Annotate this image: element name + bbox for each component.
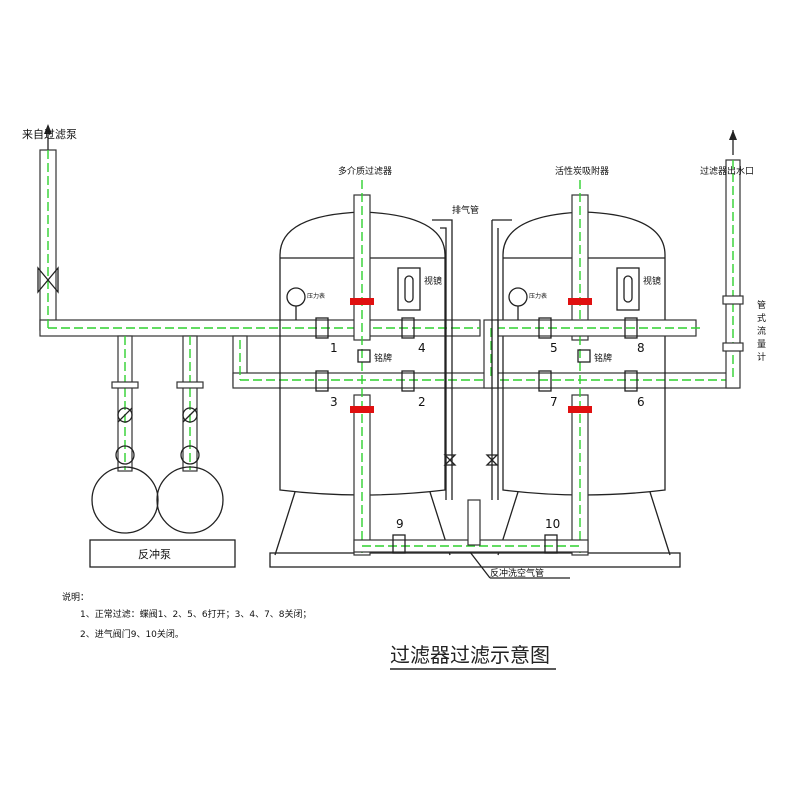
nameplate-label: 铭牌 (594, 352, 612, 364)
valve-label: 9 (396, 517, 404, 531)
flange-red (568, 298, 592, 305)
inlet-label: 来自过滤泵 (22, 128, 77, 141)
pump-base (89, 539, 236, 568)
butterfly-valves (315, 317, 638, 554)
tank-pipes (350, 180, 700, 556)
filter1-label: 多介质过滤器 (338, 165, 392, 177)
flange-red (568, 406, 592, 413)
valve-label: 7 (550, 395, 558, 409)
nameplate-icon (577, 349, 591, 363)
sight-glass-icon (397, 267, 640, 311)
flowmeter-label: 管式流量计 (755, 299, 766, 365)
pressure-gauge-label: 压力表 (529, 292, 547, 300)
inlet-arrow-head (44, 124, 52, 134)
outlet-arrow-head (729, 130, 737, 140)
air-pipe-label: 反冲洗空气管 (490, 567, 544, 579)
outlet-pipe (722, 159, 744, 389)
notes-heading: 说明： (62, 591, 89, 603)
pump-branches (111, 335, 204, 472)
inlet-pipe (37, 149, 481, 337)
note-item: 2、进气阀门9、10关闭。 (80, 628, 184, 640)
valve-label: 1 (330, 341, 338, 355)
pump-icon (91, 466, 159, 534)
note-item: 1、正常过滤：蝶阀1、2、5、6打开；3、4、7、8关闭； (80, 608, 312, 620)
diagram-title: 过滤器过滤示意图 (390, 643, 550, 667)
vent-pipe-label: 排气管 (452, 204, 479, 216)
vent-pipes (432, 219, 512, 500)
pump-icon (156, 466, 224, 534)
pressure-gauge-label: 压力表 (307, 292, 325, 300)
flange-red (350, 406, 374, 413)
sight-glass-label: 视镜 (643, 275, 661, 287)
tank-base (269, 552, 681, 568)
nameplate-icon (357, 349, 371, 363)
valve-label: 4 (418, 341, 426, 355)
valve-label: 8 (637, 341, 645, 355)
outlet-label: 过滤器出水口 (700, 165, 754, 177)
backwash-pumps (89, 466, 236, 568)
inlet-valve-icon (37, 266, 59, 294)
valve-label: 3 (330, 395, 338, 409)
nameplate-label: 铭牌 (374, 352, 392, 364)
flowmeter-icon (722, 295, 744, 305)
valve-label: 2 (418, 395, 426, 409)
valve-label: 5 (550, 341, 558, 355)
air-pipe-leader (469, 551, 491, 579)
filter2-label: 活性炭吸附器 (555, 165, 609, 177)
sight-glass-label: 视镜 (424, 275, 442, 287)
flange-red (350, 298, 374, 305)
valve-label: 6 (637, 395, 645, 409)
backwash-pump-label: 反冲泵 (138, 547, 171, 561)
pressure-gauge-icon (286, 287, 528, 320)
valve-label: 10 (545, 517, 560, 531)
